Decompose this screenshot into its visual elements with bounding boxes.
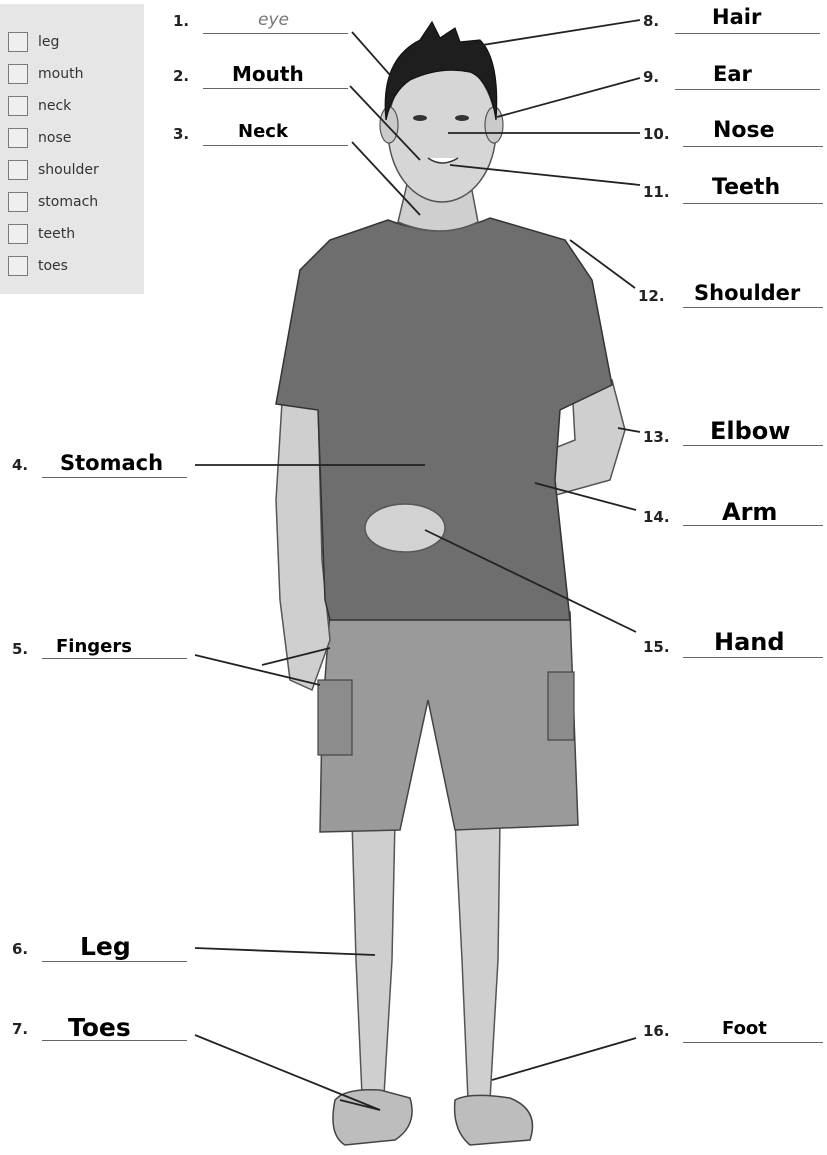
checkbox[interactable] <box>8 96 28 116</box>
checkbox[interactable] <box>8 256 28 276</box>
answer-blank-7[interactable] <box>42 1040 187 1041</box>
answer-12: Shoulder <box>694 281 800 305</box>
checkbox[interactable] <box>8 160 28 180</box>
answer-14: Arm <box>722 498 777 526</box>
word-box: leg mouth neck nose shoulder stomach tee… <box>0 4 144 294</box>
label-number-15: 15. <box>643 638 670 656</box>
answer-6: Leg <box>80 932 131 961</box>
label-number-6: 6. <box>12 940 28 958</box>
answer-blank-16[interactable] <box>683 1042 823 1043</box>
label-number-2: 2. <box>173 67 189 85</box>
label-number-3: 3. <box>173 125 189 143</box>
label-number-8: 8. <box>643 12 659 30</box>
word-box-label: mouth <box>38 66 83 82</box>
label-number-13: 13. <box>643 428 670 446</box>
answer-blank-14[interactable] <box>683 525 823 526</box>
label-number-11: 11. <box>643 183 670 201</box>
word-box-label: toes <box>38 258 68 274</box>
answer-1: eye <box>258 10 289 30</box>
answer-blank-9[interactable] <box>675 89 820 90</box>
word-box-item: mouth <box>8 62 83 86</box>
label-number-12: 12. <box>638 287 665 305</box>
answer-11: Teeth <box>712 175 780 200</box>
answer-blank-1[interactable] <box>203 33 348 34</box>
word-box-item: leg <box>8 30 59 54</box>
label-number-16: 16. <box>643 1022 670 1040</box>
answer-8: Hair <box>712 5 761 29</box>
answer-blank-8[interactable] <box>675 33 820 34</box>
answer-4: Stomach <box>60 451 163 475</box>
answer-blank-6[interactable] <box>42 961 187 962</box>
answer-10: Nose <box>713 118 775 143</box>
label-number-14: 14. <box>643 508 670 526</box>
answer-blank-3[interactable] <box>203 145 348 146</box>
label-number-9: 9. <box>643 68 659 86</box>
word-box-label: leg <box>38 34 59 50</box>
checkbox[interactable] <box>8 224 28 244</box>
word-box-label: stomach <box>38 194 98 210</box>
word-box-label: nose <box>38 130 71 146</box>
word-box-label: teeth <box>38 226 75 242</box>
checkbox[interactable] <box>8 128 28 148</box>
label-number-4: 4. <box>12 456 28 474</box>
word-box-item: nose <box>8 126 71 150</box>
word-box-item: stomach <box>8 190 98 214</box>
label-number-1: 1. <box>173 12 189 30</box>
checkbox[interactable] <box>8 64 28 84</box>
answer-blank-12[interactable] <box>683 307 823 308</box>
answer-3: Neck <box>238 121 288 142</box>
label-number-7: 7. <box>12 1020 28 1038</box>
answer-5: Fingers <box>56 636 132 657</box>
word-box-item: teeth <box>8 222 75 246</box>
answer-blank-5[interactable] <box>42 658 187 659</box>
word-box-label: shoulder <box>38 162 99 178</box>
checkbox[interactable] <box>8 32 28 52</box>
answer-13: Elbow <box>710 417 790 445</box>
answer-blank-11[interactable] <box>683 203 823 204</box>
checkbox[interactable] <box>8 192 28 212</box>
label-number-5: 5. <box>12 640 28 658</box>
label-number-10: 10. <box>643 125 670 143</box>
answer-16: Foot <box>722 1018 767 1039</box>
answer-2: Mouth <box>232 62 304 86</box>
word-box-item: toes <box>8 254 68 278</box>
answer-7: Toes <box>68 1013 131 1042</box>
word-box-item: neck <box>8 94 71 118</box>
answer-blank-4[interactable] <box>42 477 187 478</box>
answer-blank-13[interactable] <box>683 445 823 446</box>
word-box-label: neck <box>38 98 71 114</box>
answer-blank-10[interactable] <box>683 146 823 147</box>
word-box-item: shoulder <box>8 158 99 182</box>
answer-15: Hand <box>714 628 785 656</box>
answer-9: Ear <box>713 62 752 86</box>
answer-blank-15[interactable] <box>683 657 823 658</box>
answer-blank-2[interactable] <box>203 88 348 89</box>
